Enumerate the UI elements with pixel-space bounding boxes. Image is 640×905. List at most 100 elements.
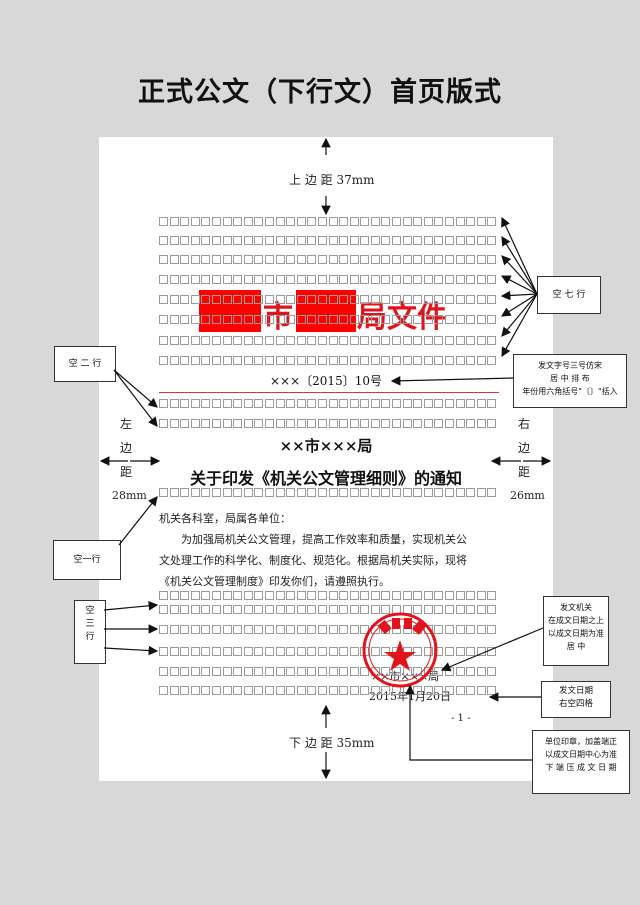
placeholder-cell (296, 315, 306, 324)
callout-seven-lines: 空 七 行 (537, 276, 601, 314)
placeholder-cell (180, 647, 190, 656)
placeholder-cell (370, 275, 380, 284)
placeholder-cell (445, 236, 455, 245)
placeholder-cell (392, 295, 402, 304)
placeholder-cell (201, 399, 211, 408)
placeholder-cell (211, 647, 221, 656)
placeholder-cell (381, 488, 391, 497)
placeholder-cell (201, 275, 211, 284)
placeholder-cell (211, 686, 221, 695)
placeholder-cell (455, 295, 465, 304)
placeholder-row (159, 336, 499, 346)
doc-number: ×××〔2015〕10号 (270, 374, 382, 388)
placeholder-cell (254, 236, 264, 245)
placeholder-cell (381, 275, 391, 284)
placeholder-cell (275, 419, 285, 428)
official-seal-icon (362, 612, 438, 688)
placeholder-cell (434, 356, 444, 365)
placeholder-cell (370, 488, 380, 497)
placeholder-cell (487, 315, 497, 324)
placeholder-cell (233, 647, 243, 656)
placeholder-cell (307, 686, 317, 695)
placeholder-cell (317, 236, 327, 245)
placeholder-cell (286, 236, 296, 245)
placeholder-cell (169, 275, 179, 284)
placeholder-cell (307, 591, 317, 600)
placeholder-cell (402, 419, 412, 428)
right-margin-label: 右 边 距 26mm (510, 417, 545, 502)
placeholder-cell (402, 591, 412, 600)
placeholder-cell (307, 667, 317, 676)
placeholder-cell (466, 356, 476, 365)
placeholder-cell (275, 315, 285, 324)
placeholder-cell (339, 315, 349, 324)
placeholder-cell (402, 255, 412, 264)
placeholder-cell (487, 605, 497, 614)
redacted-city-block (199, 290, 261, 332)
placeholder-cell (201, 686, 211, 695)
placeholder-cell (445, 686, 455, 695)
salutation: 机关各科室，局属各单位： (159, 512, 291, 525)
placeholder-cell (190, 217, 200, 226)
placeholder-cell (445, 336, 455, 345)
placeholder-cell (211, 315, 221, 324)
placeholder-cell (159, 295, 168, 304)
placeholder-cell (392, 217, 402, 226)
placeholder-cell (169, 356, 179, 365)
placeholder-cell (233, 217, 243, 226)
header-city-text: 市 (263, 300, 293, 335)
placeholder-cell (360, 356, 370, 365)
left-margin-label: 左 边 距 28mm (112, 417, 147, 502)
placeholder-cell (222, 217, 232, 226)
placeholder-cell (349, 625, 359, 634)
placeholder-cell (211, 217, 221, 226)
placeholder-cell (381, 295, 391, 304)
placeholder-cell (296, 419, 306, 428)
placeholder-cell (328, 625, 338, 634)
placeholder-cell (434, 488, 444, 497)
placeholder-cell (264, 399, 274, 408)
placeholder-cell (201, 236, 211, 245)
placeholder-row (159, 217, 499, 227)
placeholder-cell (434, 295, 444, 304)
placeholder-cell (434, 591, 444, 600)
placeholder-cell (275, 686, 285, 695)
placeholder-cell (243, 236, 253, 245)
placeholder-cell (211, 236, 221, 245)
placeholder-cell (190, 315, 200, 324)
placeholder-cell (487, 419, 497, 428)
placeholder-cell (381, 591, 391, 600)
placeholder-cell (275, 605, 285, 614)
placeholder-cell (211, 356, 221, 365)
placeholder-cell (423, 399, 433, 408)
placeholder-cell (476, 275, 486, 284)
placeholder-cell (423, 686, 433, 695)
placeholder-cell (201, 419, 211, 428)
placeholder-cell (466, 647, 476, 656)
placeholder-cell (254, 419, 264, 428)
placeholder-cell (233, 315, 243, 324)
placeholder-cell (423, 488, 433, 497)
placeholder-cell (349, 255, 359, 264)
placeholder-cell (275, 217, 285, 226)
placeholder-cell (381, 667, 391, 676)
placeholder-cell (392, 591, 402, 600)
placeholder-cell (222, 667, 232, 676)
placeholder-cell (445, 591, 455, 600)
placeholder-cell (413, 275, 423, 284)
placeholder-cell (169, 647, 179, 656)
placeholder-cell (233, 295, 243, 304)
placeholder-cell (328, 255, 338, 264)
placeholder-cell (264, 686, 274, 695)
placeholder-cell (180, 686, 190, 695)
placeholder-cell (159, 647, 168, 656)
placeholder-cell (392, 356, 402, 365)
placeholder-cell (286, 667, 296, 676)
placeholder-cell (307, 275, 317, 284)
placeholder-cell (445, 605, 455, 614)
placeholder-cell (180, 255, 190, 264)
placeholder-cell (476, 419, 486, 428)
placeholder-cell (392, 275, 402, 284)
placeholder-cell (254, 667, 264, 676)
placeholder-cell (381, 399, 391, 408)
